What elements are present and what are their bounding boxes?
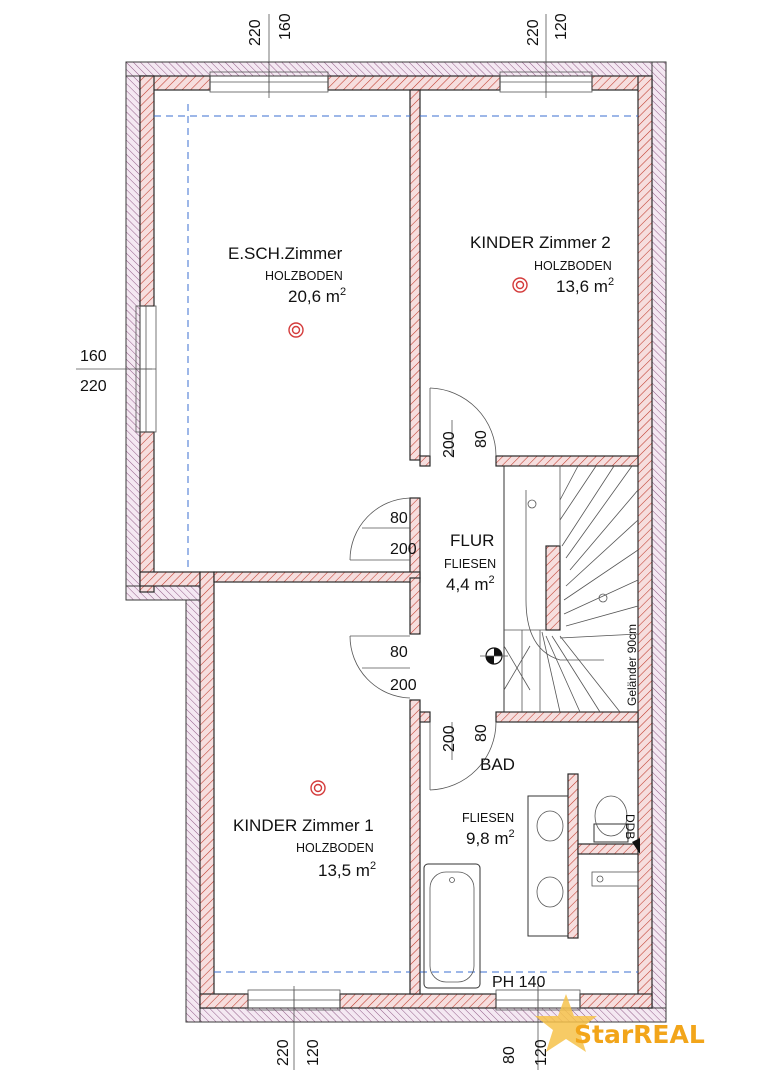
dim-left-b: 220 bbox=[80, 378, 107, 395]
dim-bottom-right-b: 120 bbox=[533, 1039, 550, 1066]
staircase bbox=[503, 465, 639, 713]
dim-top-left-b: 160 bbox=[277, 13, 294, 40]
dim-door4-a: 200 bbox=[441, 725, 458, 752]
room-floor-kinder2: HOLZBODEN bbox=[534, 259, 612, 273]
dim-door2-b: 200 bbox=[390, 541, 417, 558]
dim-door1-b: 80 bbox=[473, 430, 490, 448]
room-area-kinder2: 13,6 m2 bbox=[556, 276, 614, 296]
dim-door3-b: 200 bbox=[390, 677, 417, 694]
railing-note: Geländer 90cm bbox=[625, 624, 639, 706]
star-icon bbox=[535, 994, 597, 1052]
room-floor-kinder1: HOLZBODEN bbox=[296, 841, 374, 855]
room-name-bad: BAD bbox=[480, 755, 515, 774]
room-floor-bad: FLIESEN bbox=[462, 811, 514, 825]
room-name-esch: E.SCH.Zimmer bbox=[228, 244, 343, 263]
room-floor-flur: FLIESEN bbox=[444, 557, 496, 571]
doors bbox=[349, 387, 497, 791]
dim-top-right-a: 220 bbox=[525, 19, 542, 46]
interior-walls bbox=[213, 89, 639, 995]
room-floor-esch: HOLZBODEN bbox=[265, 269, 343, 283]
dim-top-right-b: 120 bbox=[553, 13, 570, 40]
ceiling-lines bbox=[154, 104, 638, 973]
dim-bottom-left-a: 220 bbox=[275, 1039, 292, 1066]
room-name-flur: FLUR bbox=[450, 531, 494, 550]
dim-door4-b: 80 bbox=[473, 724, 490, 742]
ceiling-lamps bbox=[288, 277, 528, 796]
room-name-kinder2: KINDER Zimmer 2 bbox=[470, 233, 611, 252]
dim-left-a: 160 bbox=[80, 348, 107, 365]
starreal-logo: StarREAL bbox=[535, 994, 705, 1052]
dim-bottom-right-a: 80 bbox=[501, 1046, 518, 1064]
bathroom-fixtures bbox=[423, 795, 640, 989]
room-area-flur: 4,4 m2 bbox=[446, 574, 495, 594]
parapet-height: PH 140 bbox=[492, 974, 545, 991]
dimension-lines bbox=[76, 14, 547, 1070]
room-name-kinder1: KINDER Zimmer 1 bbox=[233, 816, 374, 835]
ddb-note: DDB bbox=[623, 814, 637, 839]
dim-top-left-a: 220 bbox=[247, 19, 264, 46]
dim-door2-a: 80 bbox=[390, 510, 408, 527]
room-area-esch: 20,6 m2 bbox=[288, 286, 346, 306]
dim-bottom-left-b: 120 bbox=[305, 1039, 322, 1066]
exterior-insulation bbox=[125, 61, 667, 1023]
level-marker-icon bbox=[480, 647, 508, 665]
room-area-kinder1: 13,5 m2 bbox=[318, 860, 376, 880]
dim-door1-a: 200 bbox=[441, 431, 458, 458]
logo-text: StarREAL bbox=[574, 1020, 705, 1049]
room-area-bad: 9,8 m2 bbox=[466, 828, 515, 848]
dim-door3-a: 80 bbox=[390, 644, 408, 661]
